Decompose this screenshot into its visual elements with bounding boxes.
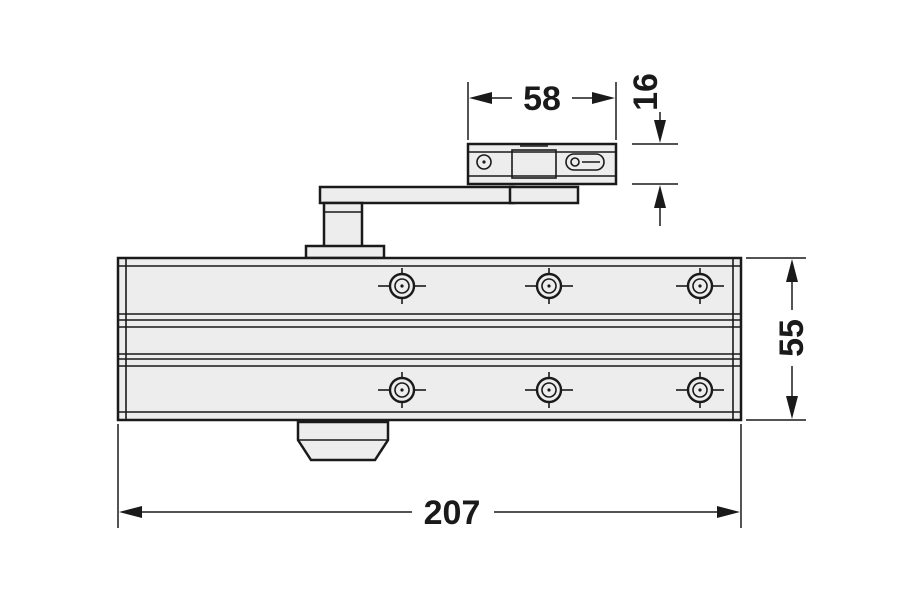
closer-body [116, 256, 743, 422]
spindle [304, 201, 386, 260]
arm [318, 185, 580, 205]
mounting-hole [676, 372, 724, 408]
dimension-shoe-height: 16 [627, 73, 678, 226]
shoe-screw-hole [476, 154, 492, 170]
arm-shoe-bracket [466, 142, 618, 186]
dimension-shoe-width: 58 [467, 80, 617, 140]
overall-length-label: 207 [424, 494, 481, 532]
mounting-hole [676, 268, 724, 304]
mounting-hole [525, 372, 573, 408]
dimension-body-height: 55 [746, 257, 811, 421]
shoe-slot [565, 153, 605, 171]
dimension-overall-length: 207 [117, 424, 742, 532]
shoe-height-label: 16 [627, 73, 665, 111]
body-height-label: 55 [773, 319, 811, 357]
mounting-hole [378, 372, 426, 408]
shoe-width-label: 58 [523, 80, 561, 118]
mounting-hole [525, 268, 573, 304]
adjustment-valve [296, 420, 390, 462]
mounting-hole [378, 268, 426, 304]
mounting-holes [378, 268, 724, 408]
